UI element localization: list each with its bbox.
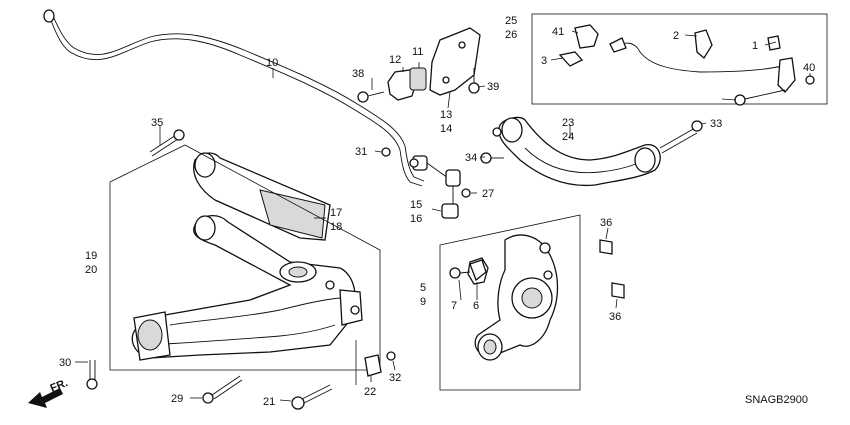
callout-26: 26 — [505, 29, 517, 41]
callout-11: 11 — [412, 46, 423, 58]
callout-40: 40 — [803, 62, 815, 74]
drawing-code: SNAGB2900 — [745, 394, 808, 406]
callout-32: 32 — [389, 372, 401, 384]
callout-16: 16 — [410, 213, 422, 225]
callout-7: 7 — [451, 300, 457, 312]
callout-33: 33 — [710, 118, 722, 130]
abs-sensor-harness — [558, 24, 815, 106]
lower-arm-assembly — [131, 152, 363, 361]
stabilizer-bar — [43, 9, 425, 187]
callout-18: 18 — [330, 221, 342, 233]
leader-lines — [75, 30, 811, 402]
callout-13: 13 — [440, 109, 452, 121]
callout-6: 6 — [473, 300, 479, 312]
callout-9: 9 — [420, 296, 426, 308]
callout-34: 34 — [465, 152, 477, 164]
callout-17: 17 — [330, 207, 342, 219]
callout-30: 30 — [59, 357, 71, 369]
lower-arm-group-outline — [109, 144, 381, 371]
callout-14: 14 — [440, 123, 452, 135]
knuckle — [449, 234, 559, 361]
stabilizer-link — [409, 155, 461, 219]
callout-36-lower: 36 — [609, 311, 621, 323]
callout-21: 21 — [263, 396, 275, 408]
callout-1: 1 — [752, 40, 758, 52]
callout-24: 24 — [562, 131, 574, 143]
direction-label: FR. — [49, 377, 70, 395]
stabilizer-bushing-holder — [357, 27, 481, 103]
callout-35: 35 — [151, 117, 163, 129]
callout-38: 38 — [352, 68, 364, 80]
callout-39: 39 — [487, 81, 499, 93]
knuckle-group-outline — [439, 214, 581, 391]
front-direction-arrow: FR. — [28, 377, 70, 408]
callout-22: 22 — [364, 386, 376, 398]
upper-control-arm — [480, 116, 703, 187]
callout-23: 23 — [562, 117, 574, 129]
callout-2: 2 — [673, 30, 679, 42]
sensor-group-outline — [531, 13, 828, 105]
callout-25: 25 — [505, 15, 517, 27]
callout-31: 31 — [355, 146, 367, 158]
callout-20: 20 — [85, 264, 97, 276]
callout-15: 15 — [410, 199, 422, 211]
callout-5: 5 — [420, 282, 426, 294]
callout-labels: 1 2 3 41 25 26 40 10 12 11 38 39 13 14 2… — [59, 15, 815, 408]
callout-3: 3 — [541, 55, 547, 67]
callout-19: 19 — [85, 250, 97, 262]
bolts — [86, 129, 625, 410]
callout-36-upper: 36 — [600, 217, 612, 229]
callout-27: 27 — [482, 188, 494, 200]
callout-12: 12 — [389, 54, 401, 66]
callout-29: 29 — [171, 393, 183, 405]
callout-41: 41 — [552, 26, 564, 38]
callout-10: 10 — [266, 57, 278, 69]
